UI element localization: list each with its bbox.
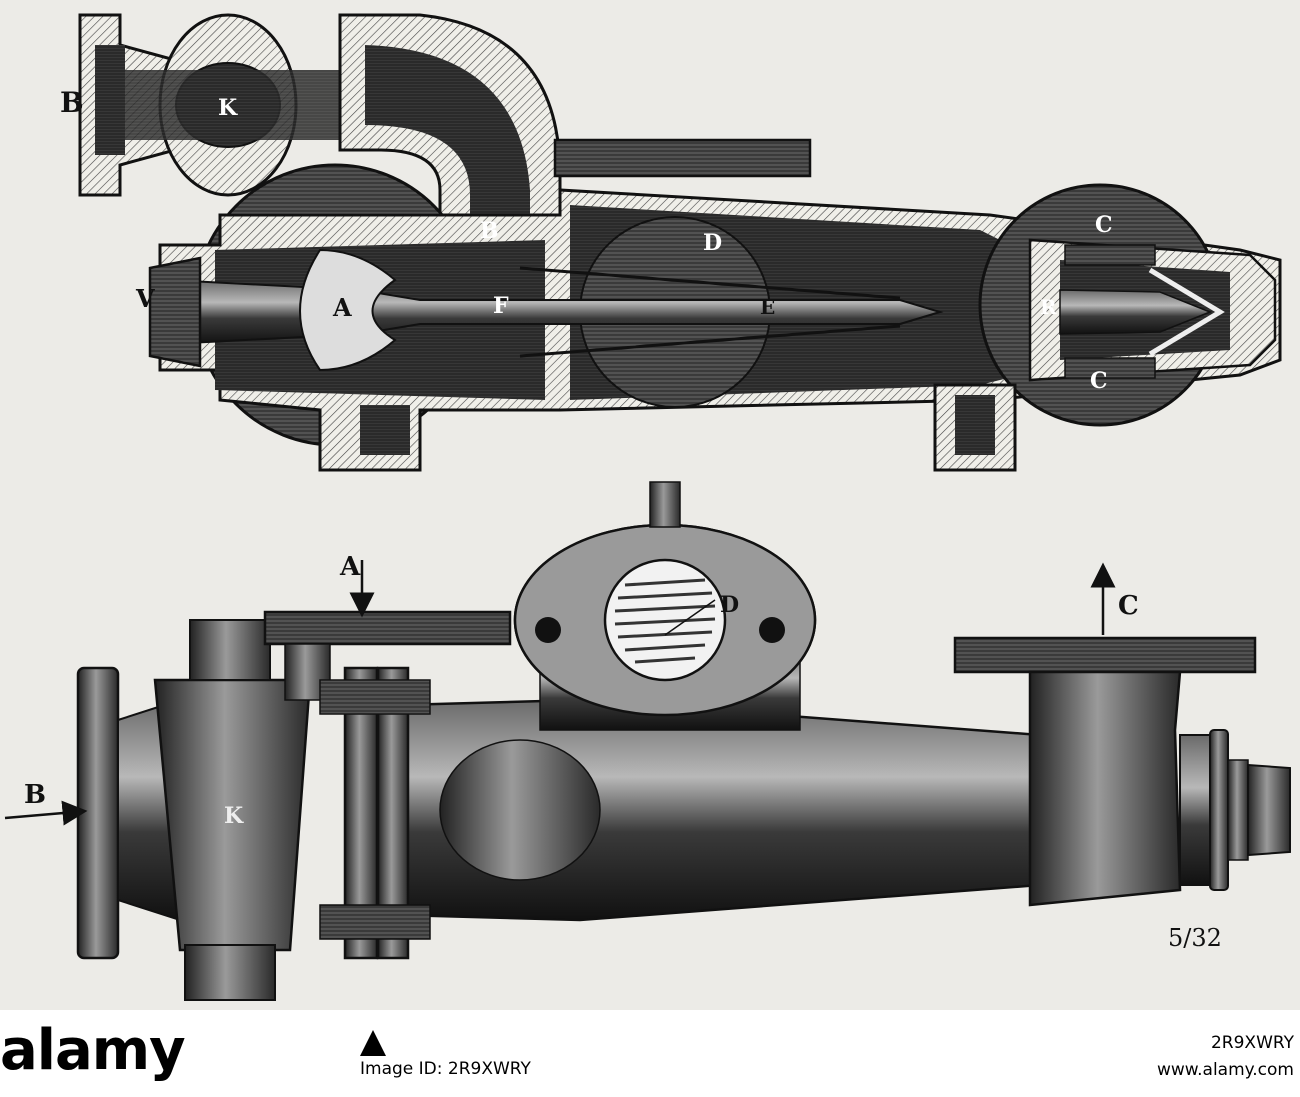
label-D-bottom: D xyxy=(720,592,739,618)
label-A-bottom: A xyxy=(339,552,361,582)
plate-number: 5/32 xyxy=(1168,924,1222,952)
watermark-bar xyxy=(0,1010,1300,1097)
label-C-upper: C xyxy=(1095,212,1113,238)
inlet-flange xyxy=(76,666,120,960)
injector-engraving: B K B D C V A F E R C xyxy=(4,13,1291,1001)
exterior-view: A D C B K 5/32 xyxy=(4,481,1291,1001)
flange-A xyxy=(263,610,512,646)
outlet-flange-C xyxy=(953,636,1257,674)
label-B-bottom: B xyxy=(24,780,46,810)
label-E: E xyxy=(760,295,775,319)
label-R: R xyxy=(1040,295,1057,319)
watermark-image-id: 2R9XWRY xyxy=(1210,1033,1294,1053)
label-A-top: A xyxy=(332,293,352,322)
label-K: K xyxy=(218,95,238,121)
label-C-lower: C xyxy=(1090,368,1108,394)
label-V: V xyxy=(135,284,155,313)
watermark-triangle-icon xyxy=(360,1030,386,1056)
watermark-url: www.alamy.com xyxy=(1156,1060,1294,1081)
label-B-inner: B xyxy=(480,218,499,244)
label-K-bottom: K xyxy=(224,803,244,829)
label-D-top: D xyxy=(703,230,722,256)
label-C-bottom: C xyxy=(1118,591,1139,621)
label-B-outer: B xyxy=(60,86,84,119)
label-F: F xyxy=(493,293,509,319)
arrow-B xyxy=(4,800,88,826)
top-flange-plate xyxy=(553,138,812,178)
watermark-caption: Image ID: 2R9XWRY xyxy=(360,1059,531,1079)
watermark-caption-right: 2R9XWRY www.alamy.com xyxy=(1157,1030,1294,1084)
outlet-neck xyxy=(1028,670,1182,907)
sectional-view: B K B D C V A F E R C xyxy=(60,13,1282,472)
watermark-logo: alamy xyxy=(0,1018,186,1083)
